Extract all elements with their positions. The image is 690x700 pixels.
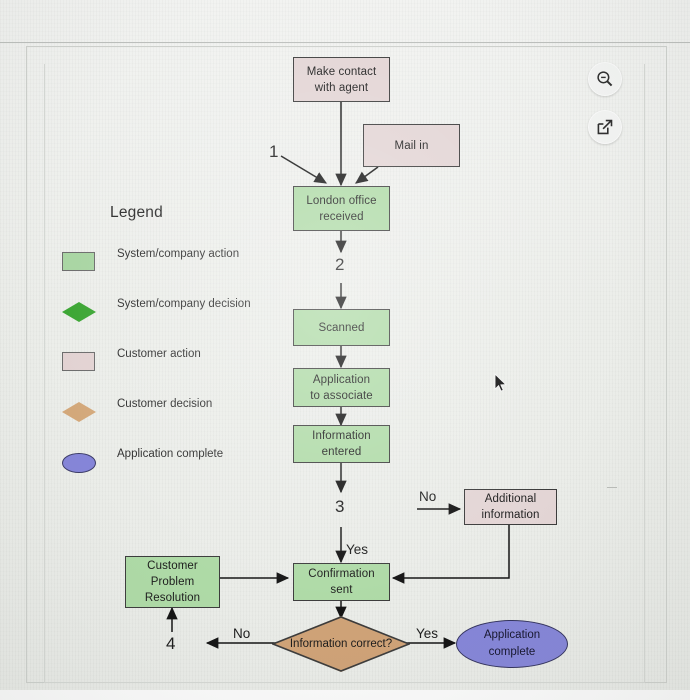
frame-tick-mark xyxy=(607,487,617,488)
legend-label-line2: action xyxy=(208,248,240,260)
legend-label-line1: Customer xyxy=(117,398,167,410)
node-line2: to associate xyxy=(310,389,373,402)
legend-label-customer-decision: Customer decision xyxy=(117,396,277,413)
viewer-inner-frame xyxy=(44,64,645,683)
legend-label-line2: action xyxy=(170,348,201,360)
node-scanned[interactable]: Scanned xyxy=(293,309,390,346)
zoom-out-button[interactable] xyxy=(588,62,622,96)
node-application-to-associate[interactable]: Application to associate xyxy=(293,368,390,407)
legend-item-application-complete: Application complete xyxy=(62,448,277,491)
node-information-correct-decision[interactable]: Information correct? xyxy=(272,616,410,672)
node-line2: information xyxy=(481,509,540,521)
node-information-entered[interactable]: Information entered xyxy=(293,425,390,463)
node-line1: Scanned xyxy=(318,321,365,334)
magnifier-minus-icon xyxy=(597,71,613,87)
step-number-1: 1 xyxy=(269,142,279,161)
legend-item-customer-action: Customer action xyxy=(62,348,277,391)
page-bottom-edge xyxy=(0,690,690,700)
legend-label-system-action: System/company action xyxy=(117,246,277,263)
step-number-4: 4 xyxy=(166,634,176,653)
legend-label-line1: Customer xyxy=(117,348,167,360)
edge-label-decision-no: No xyxy=(233,626,251,641)
edge-label-decision-yes: Yes xyxy=(416,626,439,641)
legend-item-customer-decision: Customer decision xyxy=(62,398,277,441)
node-line1: Information xyxy=(289,637,348,650)
legend-label-line1: Application xyxy=(117,448,174,460)
legend-item-system-action: System/company action xyxy=(62,248,277,291)
node-line2: Problem xyxy=(150,576,195,588)
node-line2: complete xyxy=(488,646,536,658)
node-line1: London office xyxy=(306,194,377,207)
edge-label-no-to-additional-info: No xyxy=(419,489,437,504)
node-make-contact[interactable]: Make contact with agent xyxy=(293,57,390,102)
legend-swatch-system-decision xyxy=(62,300,98,324)
external-link-icon xyxy=(597,119,613,135)
legend-swatch-system-action xyxy=(62,250,95,271)
node-london-office-received[interactable]: London office received xyxy=(293,186,390,231)
node-line3: Resolution xyxy=(144,592,201,604)
node-additional-information[interactable]: Additional information xyxy=(464,489,557,525)
legend-label-system-decision: System/company decision xyxy=(117,296,277,313)
legend-swatch-application-complete xyxy=(62,450,96,473)
node-line2: sent xyxy=(330,584,353,596)
node-line1: Information xyxy=(312,430,371,442)
legend-label-line2: decision xyxy=(208,298,251,310)
node-line2: entered xyxy=(321,446,362,458)
decision-diamond-outline xyxy=(272,616,410,672)
legend-item-system-decision: System/company decision xyxy=(62,298,277,341)
node-line1: Make contact xyxy=(306,65,377,78)
node-customer-problem-resolution[interactable]: Customer Problem Resolution xyxy=(125,556,220,608)
node-line1: Additional xyxy=(484,493,537,505)
legend-label-line1: System/company xyxy=(117,298,206,310)
open-in-new-window-button[interactable] xyxy=(588,110,622,144)
legend-label-application-complete: Application complete xyxy=(117,446,277,463)
legend-swatch-customer-action xyxy=(62,350,95,371)
node-line2: correct? xyxy=(350,637,393,650)
node-line1: Application xyxy=(483,629,541,641)
legend-label-customer-action: Customer action xyxy=(117,346,277,363)
legend-label-line2: complete xyxy=(176,448,224,460)
edge-label-yes-to-confirmation: Yes xyxy=(346,542,369,557)
node-line2: with agent xyxy=(314,81,369,94)
node-confirmation-sent[interactable]: Confirmation sent xyxy=(293,563,390,601)
node-line1: Confirmation xyxy=(308,568,375,580)
viewer-top-rule xyxy=(0,42,690,43)
node-application-complete[interactable]: Application complete xyxy=(456,620,568,668)
step-number-2: 2 xyxy=(335,255,345,274)
node-mail-in[interactable]: Mail in xyxy=(363,124,460,167)
decision-label: Information correct? xyxy=(290,636,392,653)
legend: Legend System/company action System/comp… xyxy=(62,204,277,498)
node-line1: Application xyxy=(312,373,371,386)
legend-title: Legend xyxy=(110,204,163,221)
legend-swatch-customer-decision xyxy=(62,400,98,424)
node-line2: received xyxy=(319,210,364,223)
legend-label-line1: System/company xyxy=(117,248,206,260)
node-line1: Mail in xyxy=(394,139,429,152)
step-number-3: 3 xyxy=(335,497,345,516)
legend-label-line2: decision xyxy=(170,398,213,410)
node-line1: Customer xyxy=(147,560,198,572)
